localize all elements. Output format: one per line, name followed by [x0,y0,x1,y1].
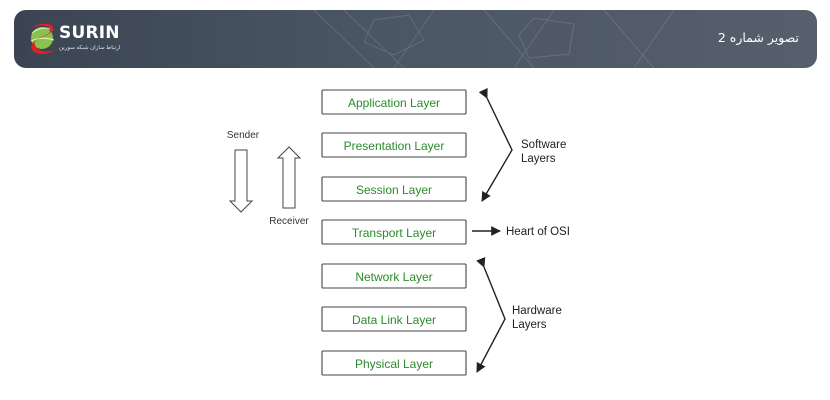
hardware-bracket-arrow-icon [476,256,506,373]
layer-label: Presentation Layer [344,139,445,153]
layer-label: Physical Layer [355,357,433,371]
layer-label: Transport Layer [352,226,436,240]
receiver-label: Receiver [269,216,309,227]
layer-box-presentation: Presentation Layer [321,132,467,158]
layer-box-network: Network Layer [321,263,467,289]
layer-label: Data Link Layer [352,313,436,327]
layer-label: Session Layer [356,183,432,197]
layer-box-data-link: Data Link Layer [321,306,467,332]
surin-logo[interactable]: SURIN ارتباط سازان شبکه سورین [26,19,136,59]
layer-box-transport: Transport Layer [321,219,467,245]
layer-box-application: Application Layer [321,89,467,115]
layer-box-session: Session Layer [321,176,467,202]
receiver-up-arrow-icon [276,146,302,209]
logo-tagline: ارتباط سازان شبکه سورین [59,45,121,51]
layer-box-physical: Physical Layer [321,350,467,376]
heart-of-osi-label: Heart of OSI [506,226,570,238]
software-bracket-arrow-icon [478,87,513,202]
surin-globe-icon [30,23,56,54]
sender-down-arrow-icon [228,149,254,213]
software-label-line2: Layers [521,153,556,165]
layer-label: Network Layer [355,270,432,284]
hardware-label-line2: Layers [512,319,547,331]
sender-label: Sender [227,130,260,141]
software-label-line1: Software [521,139,566,151]
layer-label: Application Layer [348,96,440,110]
header-banner: SURIN ارتباط سازان شبکه سورین تصویر شمار… [14,10,817,68]
logo-wordmark: SURIN [59,23,120,43]
page-title: تصویر شماره 2 [717,30,799,45]
header-decoration [313,10,675,68]
hardware-label-line1: Hardware [512,305,562,317]
